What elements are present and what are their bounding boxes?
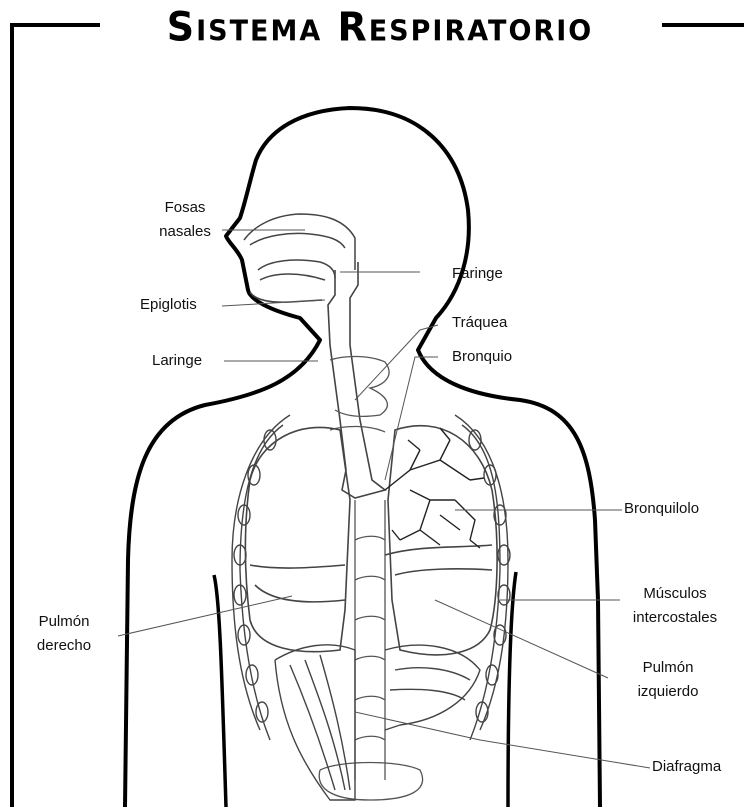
label-pulmon-izquierdo-line1: Pulmón: [628, 656, 708, 680]
label-laringe: Laringe: [152, 349, 202, 373]
label-bronquilolo: Bronquilolo: [624, 497, 699, 521]
label-epiglotis: Epiglotis: [140, 293, 197, 317]
arm-right-inner: [508, 572, 516, 807]
label-pulmon-derecho-line2: derecho: [28, 634, 100, 658]
label-musculos-intercostales: Músculos intercostales: [620, 582, 730, 630]
arm-left-inner: [214, 575, 226, 807]
right-lung: [245, 427, 350, 651]
label-pulmon-derecho: Pulmón derecho: [28, 610, 100, 658]
label-fosas-nasales-line1: Fosas: [150, 196, 220, 220]
label-pulmon-izquierdo-line2: izquierdo: [628, 680, 708, 704]
trachea: [328, 262, 385, 498]
label-musculos-line1: Músculos: [620, 582, 730, 606]
label-diafragma: Diafragma: [652, 755, 721, 779]
nasal-cavity: [244, 214, 355, 302]
label-traquea: Tráquea: [452, 311, 507, 335]
leader-lines: [118, 230, 650, 768]
label-fosas-nasales-line2: nasales: [150, 220, 220, 244]
diaphragm: [275, 645, 480, 800]
spine: [319, 356, 422, 800]
label-pulmon-izquierdo: Pulmón izquierdo: [628, 656, 708, 704]
label-pulmon-derecho-line1: Pulmón: [28, 610, 100, 634]
label-musculos-line2: intercostales: [620, 606, 730, 630]
label-faringe: Faringe: [452, 262, 503, 286]
label-fosas-nasales: Fosas nasales: [150, 196, 220, 244]
label-bronquio: Bronquio: [452, 345, 512, 369]
